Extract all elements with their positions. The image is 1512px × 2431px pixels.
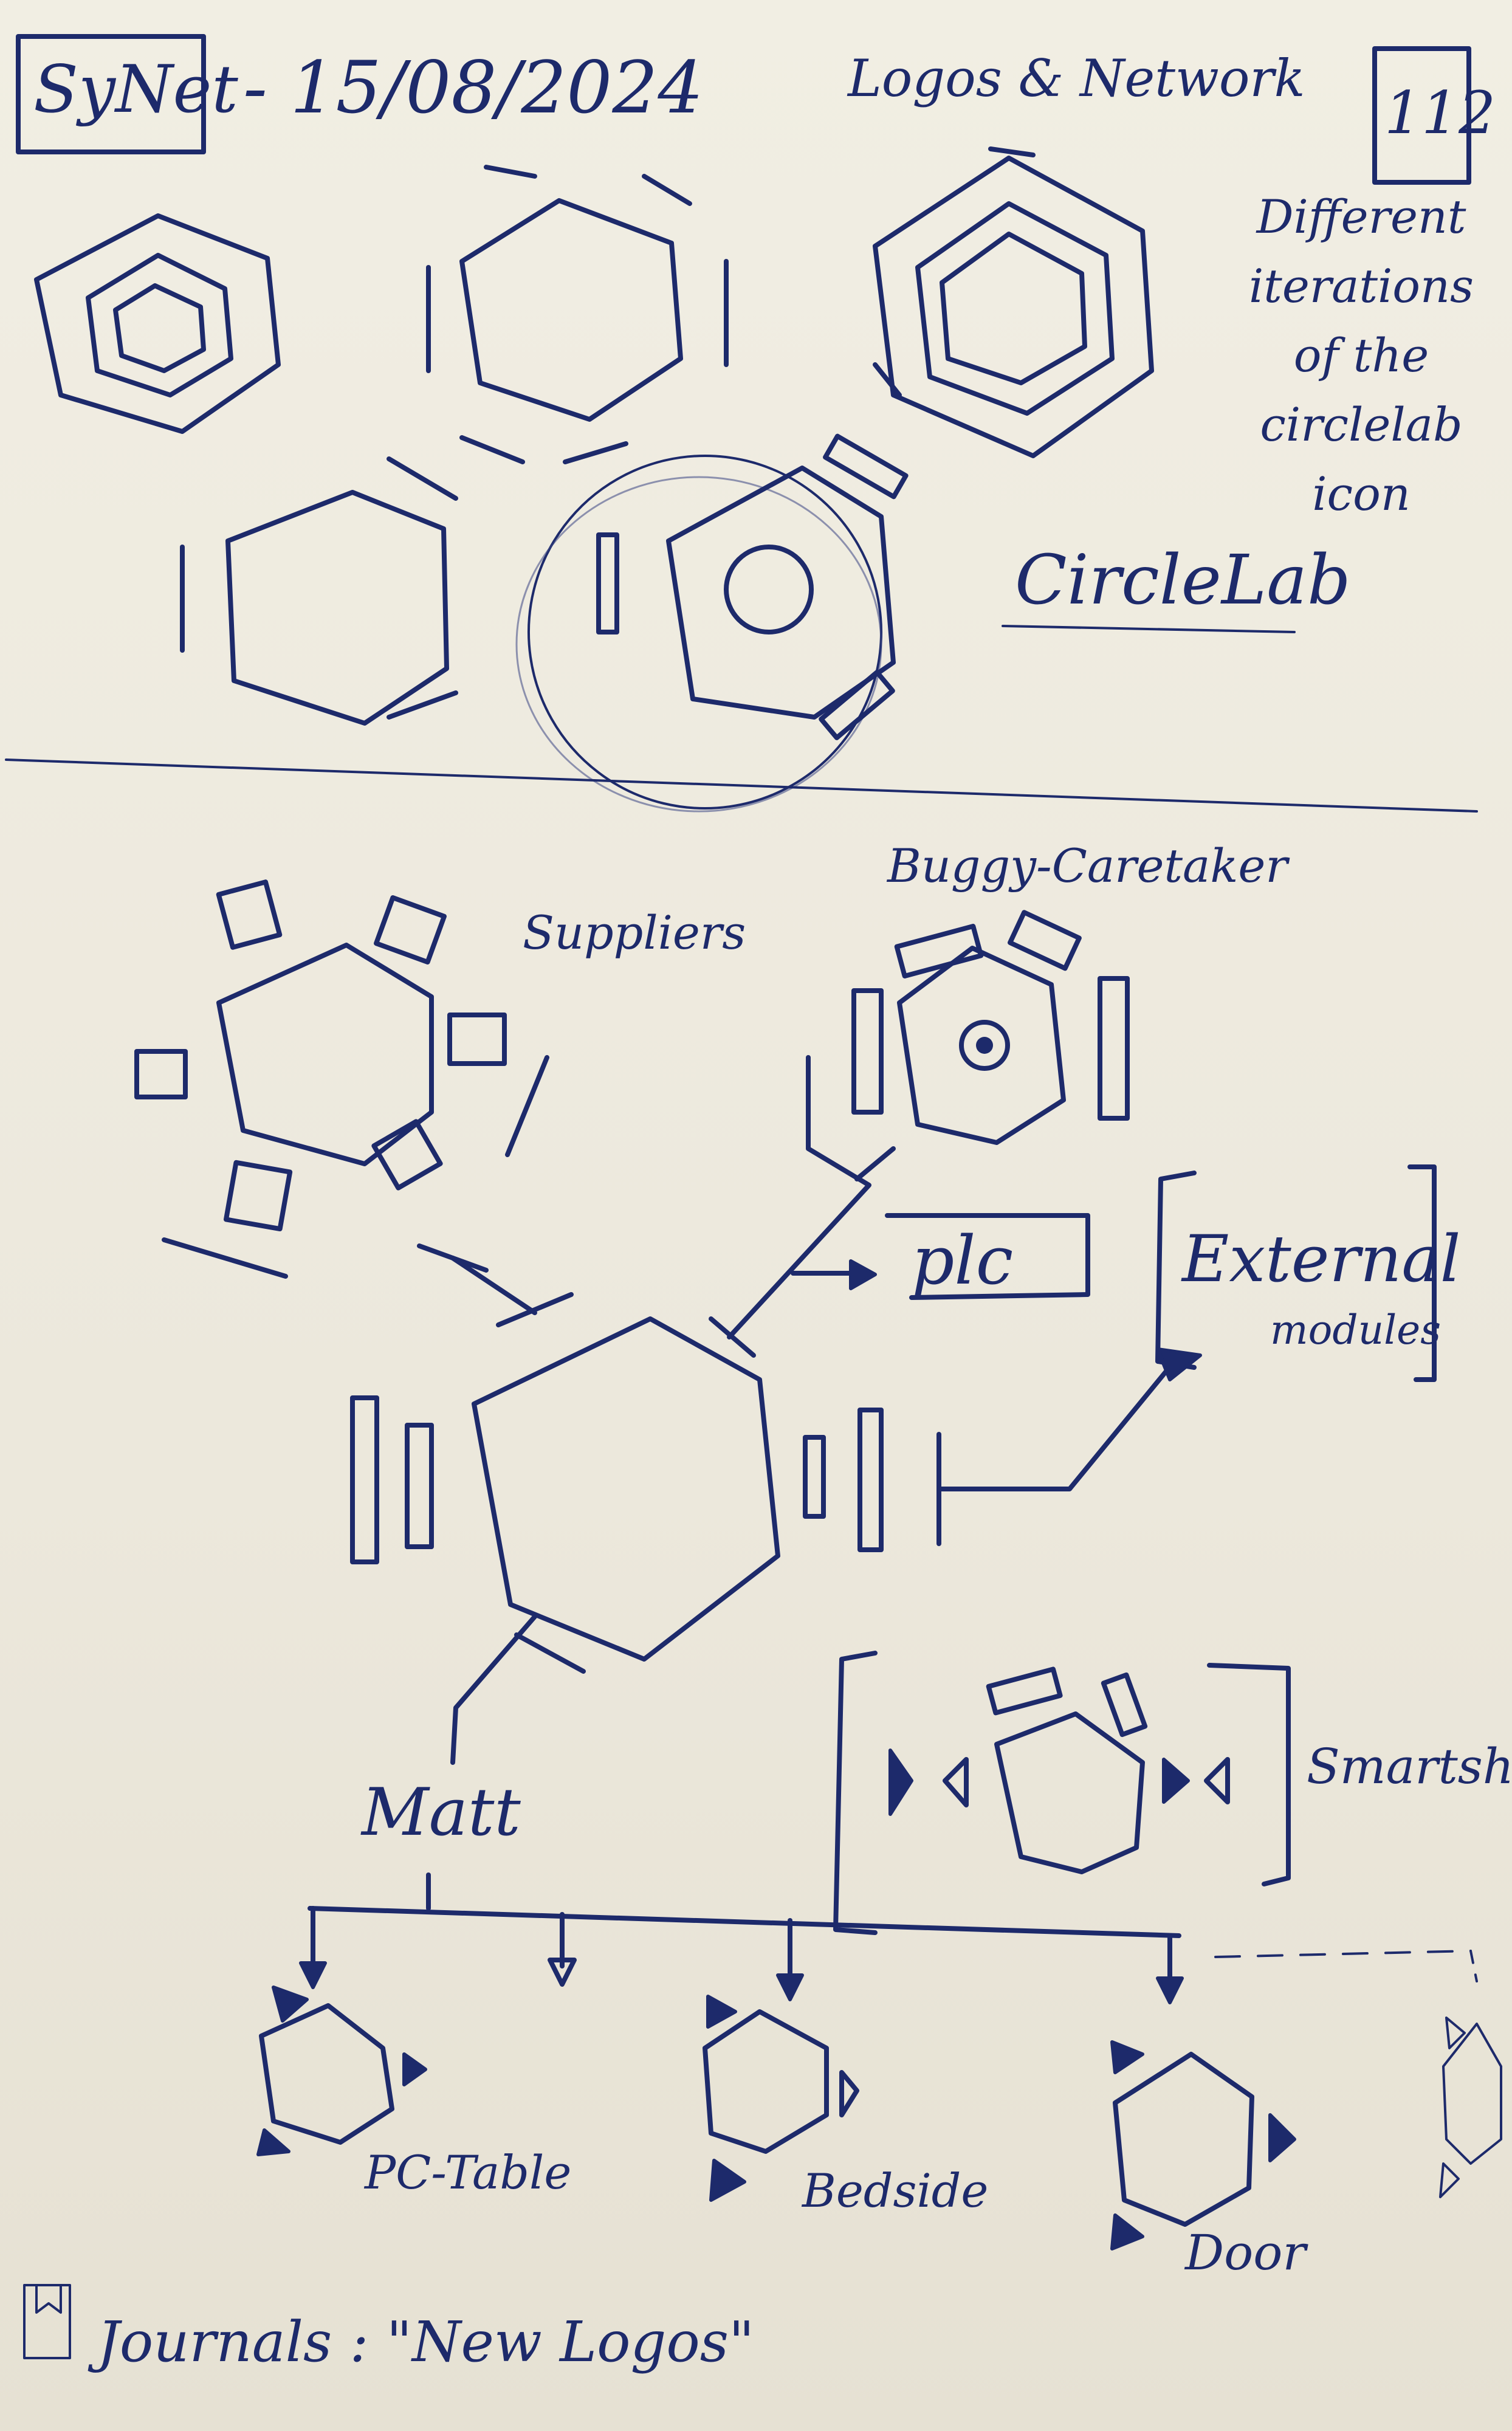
- circlelab-underline: [1003, 626, 1294, 632]
- node-door: [1112, 2042, 1294, 2249]
- plc-label: plc: [912, 1222, 1013, 1299]
- buggy-caretaker-label: Buggy-Caretaker: [887, 839, 1288, 893]
- journal-icon: [24, 2285, 70, 2358]
- circlelab-logo-final: [506, 433, 905, 831]
- entry-date: - 15/08/2024: [243, 46, 704, 129]
- connection-buggy-hub: [729, 1057, 893, 1337]
- connection-hub-external: [939, 1349, 1200, 1489]
- logo-iteration-4: [182, 459, 456, 723]
- matt-label: Matt: [362, 1775, 521, 1851]
- logo-iteration-2: [428, 167, 726, 462]
- bedside-label: Bedside: [802, 2164, 988, 2218]
- node-central-hub: [352, 1295, 939, 1671]
- node-suppliers: [137, 882, 547, 1276]
- icon-iterations-note: Different iterations of the circlelab ic…: [1234, 182, 1489, 529]
- node-smartshop: [836, 1653, 1288, 1933]
- door-label: Door: [1185, 2224, 1306, 2281]
- node-buggy-caretaker: [854, 912, 1127, 1143]
- matt-distribution-bus: [301, 1875, 1477, 2003]
- external-modules-sublabel: modules: [1270, 1307, 1441, 1353]
- page-number: 112: [1384, 79, 1496, 147]
- journal-note: Journals : "New Logos": [97, 2309, 754, 2374]
- node-unfinished: [1440, 2018, 1501, 2197]
- external-modules-label: External: [1182, 1222, 1461, 1296]
- circlelab-label: CircleLab: [1015, 541, 1351, 620]
- node-pc-table: [258, 1987, 425, 2154]
- smartshop-label: Smartshop: [1307, 1738, 1512, 1795]
- logo-iteration-3: [875, 149, 1152, 456]
- suppliers-label: Suppliers: [523, 906, 746, 960]
- pc-table-label: PC-Table: [365, 2145, 571, 2199]
- logo-iteration-1: [36, 216, 278, 432]
- brand-label: SyNet: [33, 52, 238, 128]
- connection-suppliers-hub: [419, 1246, 535, 1313]
- page-topic: Logos & Network: [848, 49, 1305, 108]
